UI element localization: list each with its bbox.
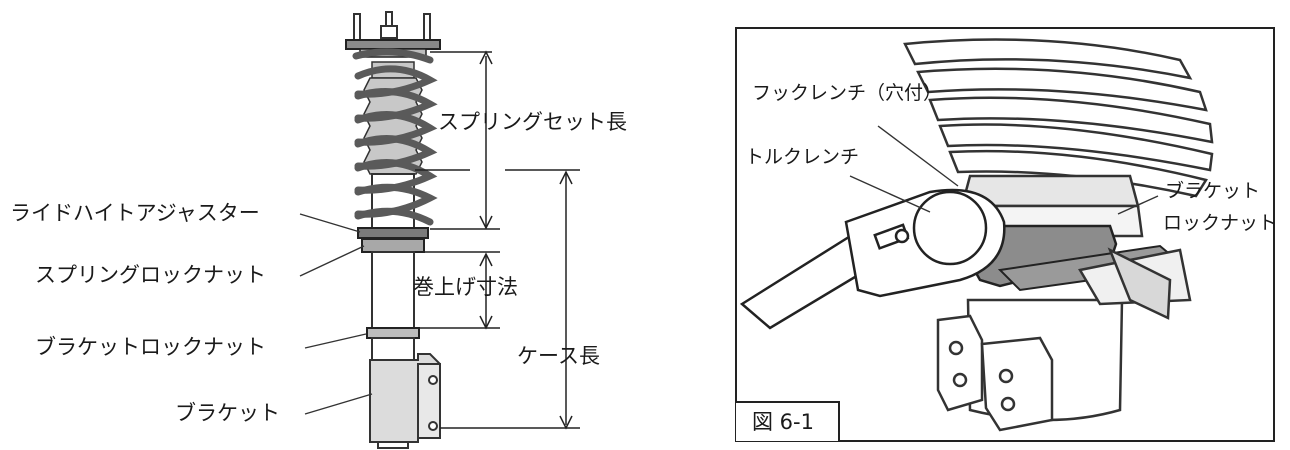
- spring-set-length-label: スプリングセット長: [438, 110, 627, 134]
- case-length-label: ケース長: [517, 344, 600, 368]
- lower-case-bracket: [936, 247, 1192, 432]
- spring-lock-nut-label: スプリングロックナット: [35, 263, 266, 287]
- coilover-illustration: [345, 11, 441, 449]
- bracket-label-line1: ブラケット: [1165, 180, 1261, 202]
- leader-lines-right: [849, 125, 1159, 215]
- spring-lock-nut: [361, 238, 425, 253]
- bracket-lock-nut-label: ブラケットロックナット: [35, 335, 266, 359]
- ride-height-adjuster-label: ライドハイトアジャスター: [10, 201, 260, 225]
- bracket-part: [369, 353, 441, 449]
- lock-nut-label-line2: ロックナット: [1163, 212, 1278, 234]
- hook-wrench-label: フックレンチ（穴付）: [752, 82, 943, 104]
- ride-height-adjuster: [357, 227, 429, 239]
- shock-case: [371, 251, 415, 329]
- dimension-lines: [415, 50, 580, 430]
- torque-wrench-label: トルクレンチ: [745, 146, 860, 168]
- bracket-lock-nut-part: [366, 327, 420, 339]
- spring-coils: [903, 38, 1214, 198]
- wind-up-dimension-label: 巻上げ寸法: [413, 275, 518, 299]
- top-mount-studs: [353, 11, 431, 43]
- figure-caption: 図 6-1: [736, 401, 840, 441]
- bracket-label: ブラケット: [175, 401, 280, 425]
- coil-spring: [352, 48, 438, 226]
- shock-body-lower: [371, 337, 415, 361]
- wrench-figure: [735, 27, 1275, 442]
- torque-wrench: [739, 188, 1006, 330]
- leader-lines-left: [299, 213, 373, 415]
